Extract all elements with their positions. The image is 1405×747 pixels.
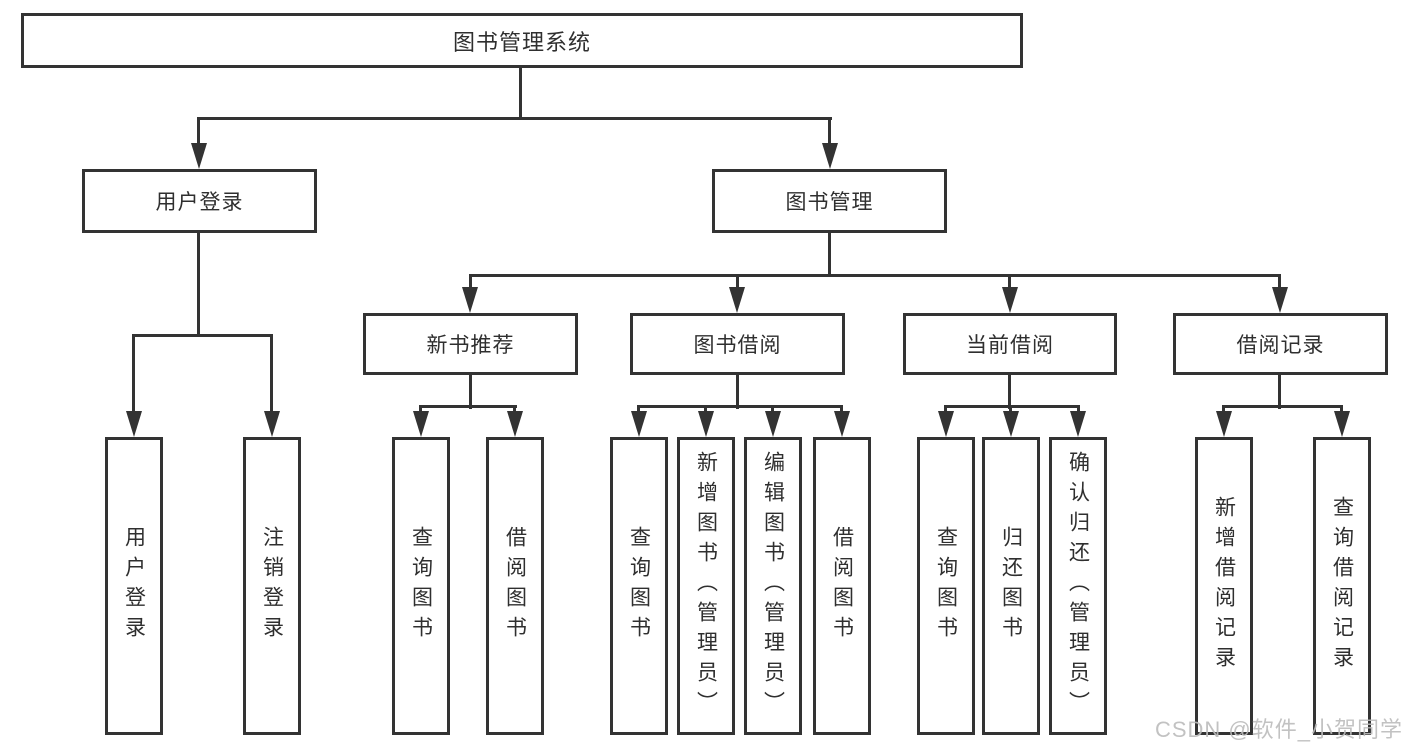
connector-line	[637, 405, 640, 415]
connector-line	[469, 274, 1281, 277]
node-label: 图书借阅	[693, 334, 782, 357]
connector-line	[944, 405, 1080, 408]
arrow-down-icon	[413, 411, 429, 437]
arrow-down-icon	[834, 411, 850, 437]
node-user-login: 用户登录	[82, 169, 317, 233]
connector-line	[1222, 405, 1343, 408]
connector-line	[771, 405, 774, 415]
node-label: 归还图书	[999, 526, 1023, 646]
connector-line	[840, 405, 843, 415]
arrow-down-icon	[631, 411, 647, 437]
connector-line	[132, 334, 135, 414]
arrow-down-icon	[698, 411, 714, 437]
node-label: 编辑图书（管理员）	[761, 451, 785, 721]
csdn-watermark: CSDN @软件_小贺同学	[1154, 717, 1403, 742]
node-label: 查询借阅记录	[1330, 496, 1354, 676]
leaf-confirm-return-admin: 确认归还（管理员）	[1049, 437, 1107, 735]
node-label: 新增图书（管理员）	[694, 451, 718, 721]
connector-line	[197, 117, 200, 147]
arrow-down-icon	[126, 411, 142, 437]
connector-line	[513, 405, 516, 415]
leaf-return-book: 归还图书	[982, 437, 1040, 735]
leaf-query-borrow-record: 查询借阅记录	[1313, 437, 1371, 735]
connector-line	[469, 274, 472, 290]
node-label: 查询图书	[409, 526, 433, 646]
node-label: 借阅图书	[830, 526, 854, 646]
arrow-down-icon	[1070, 411, 1086, 437]
connector-line	[1009, 405, 1012, 415]
leaf-logout: 注销登录	[243, 437, 301, 735]
connector-line	[419, 405, 422, 415]
arrow-down-icon	[822, 143, 838, 169]
node-label: 用户登录	[122, 526, 146, 646]
connector-line	[198, 117, 832, 120]
node-book-management: 图书管理	[712, 169, 947, 233]
connector-line	[1278, 375, 1281, 409]
arrow-down-icon	[191, 143, 207, 169]
connector-line	[1008, 274, 1011, 290]
leaf-query-books-borrowing: 查询图书	[610, 437, 668, 735]
connector-line	[1278, 274, 1281, 290]
node-book-borrowing: 图书借阅	[630, 313, 845, 375]
arrow-down-icon	[1002, 287, 1018, 313]
connector-line	[1077, 405, 1080, 415]
connector-line	[828, 233, 831, 277]
connector-line	[270, 334, 273, 414]
node-label: 查询图书	[934, 526, 958, 646]
connector-line	[637, 405, 843, 408]
node-label: 当前借阅	[966, 334, 1054, 357]
connector-line	[736, 274, 739, 290]
node-label: 图书管理	[785, 191, 874, 214]
node-borrow-records: 借阅记录	[1173, 313, 1388, 375]
leaf-edit-book-admin: 编辑图书（管理员）	[744, 437, 802, 735]
connector-line	[736, 375, 739, 409]
node-new-book-recommend: 新书推荐	[363, 313, 578, 375]
connector-line	[1008, 375, 1011, 409]
arrow-down-icon	[765, 411, 781, 437]
connector-line	[944, 405, 947, 415]
connector-line	[469, 375, 472, 409]
leaf-borrow-books-recommend: 借阅图书	[486, 437, 544, 735]
arrow-down-icon	[462, 287, 478, 313]
connector-line	[197, 233, 200, 337]
leaf-add-book-admin: 新增图书（管理员）	[677, 437, 735, 735]
node-label: 用户登录	[155, 191, 244, 214]
leaf-borrow-books-borrowing: 借阅图书	[813, 437, 871, 735]
arrow-down-icon	[1003, 411, 1019, 437]
node-label: 查询图书	[627, 526, 651, 646]
arrow-down-icon	[264, 411, 280, 437]
node-label: 新书推荐	[426, 334, 515, 357]
arrow-down-icon	[1334, 411, 1350, 437]
node-label: 确认归还（管理员）	[1066, 451, 1090, 721]
arrow-down-icon	[1272, 287, 1288, 313]
leaf-add-borrow-record: 新增借阅记录	[1195, 437, 1253, 735]
leaf-user-login: 用户登录	[105, 437, 163, 735]
connector-line	[132, 334, 273, 337]
arrow-down-icon	[1216, 411, 1232, 437]
leaf-query-books-recommend: 查询图书	[392, 437, 450, 735]
connector-line	[704, 405, 707, 415]
node-library-management-system: 图书管理系统	[21, 13, 1023, 68]
connector-line	[828, 117, 831, 147]
node-label: 借阅记录	[1236, 334, 1325, 357]
leaf-query-books-current: 查询图书	[917, 437, 975, 735]
node-current-borrowing: 当前借阅	[903, 313, 1117, 375]
connector-line	[1222, 405, 1225, 415]
connector-line	[519, 68, 522, 120]
node-label: 注销登录	[260, 526, 284, 646]
arrow-down-icon	[729, 287, 745, 313]
connector-line	[419, 405, 517, 408]
arrow-down-icon	[507, 411, 523, 437]
connector-line	[1340, 405, 1343, 415]
arrow-down-icon	[938, 411, 954, 437]
node-label: 借阅图书	[503, 526, 527, 646]
node-label: 新增借阅记录	[1212, 496, 1236, 676]
node-label: 图书管理系统	[452, 29, 591, 55]
